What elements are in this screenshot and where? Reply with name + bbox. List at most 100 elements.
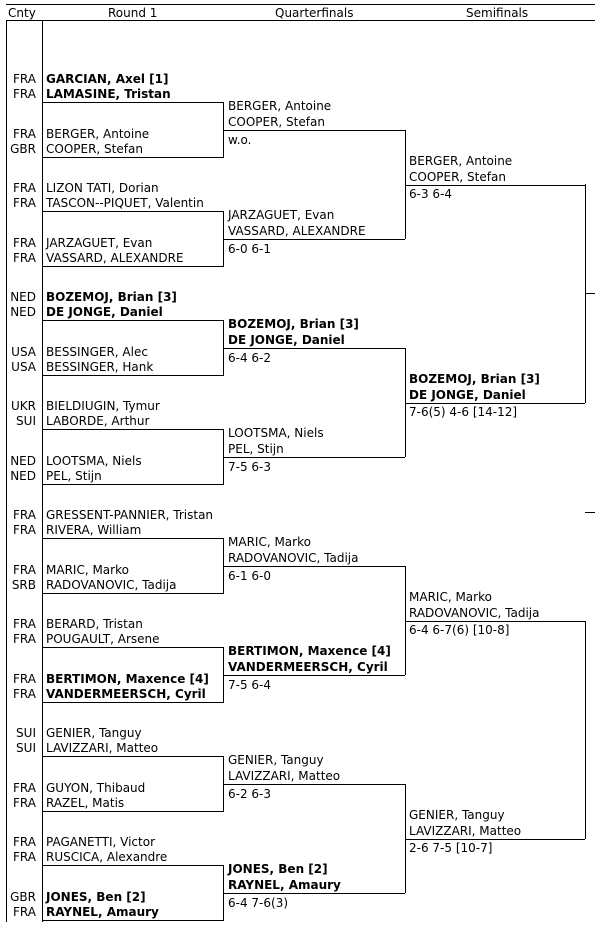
player-name: TASCON--PIQUET, Valentin (46, 196, 204, 210)
qf-player: PEL, Stijn (228, 442, 284, 456)
player-name: COOPER, Stefan (46, 142, 143, 156)
country-code: FRA (13, 781, 36, 795)
match-score: 6-4 7-6(3) (228, 896, 289, 910)
qf-player: LOOTSMA, Niels (228, 426, 324, 440)
country-code: FRA (13, 796, 36, 810)
left-border (6, 20, 7, 922)
country-code: SUI (16, 414, 36, 428)
qf-line (224, 893, 405, 894)
sf-line (405, 403, 585, 404)
country-code: NED (10, 469, 36, 483)
country-code: USA (11, 345, 36, 359)
round1-line (42, 865, 224, 866)
qf-line (224, 130, 405, 131)
player-name: PAGANETTI, Victor (46, 835, 156, 849)
final-stub (585, 293, 595, 294)
qf-player: GENIER, Tanguy (228, 753, 324, 767)
country-code: FRA (13, 617, 36, 631)
player-name: RIVERA, William (46, 523, 142, 537)
country-divider (42, 20, 43, 922)
round1-line (42, 811, 224, 812)
player-name: LAMASINE, Tristan (46, 87, 171, 101)
match-score: 2-6 7-5 [10-7] (409, 841, 493, 855)
player-name: LAVIZZARI, Matteo (46, 741, 159, 755)
country-code: GBR (10, 890, 36, 904)
qf-player: DE JONGE, Daniel (228, 333, 345, 347)
player-name: GUYON, Thibaud (46, 781, 146, 795)
round1-connector (223, 865, 224, 920)
header-round1: Round 1 (108, 6, 158, 20)
qf-line (224, 566, 405, 567)
player-name: GENIER, Tanguy (46, 726, 142, 740)
country-code: NED (10, 305, 36, 319)
sf-player: COOPER, Stefan (409, 170, 506, 184)
qf-player: LAVIZZARI, Matteo (228, 769, 341, 783)
round1-line (42, 484, 224, 485)
sf-player: LAVIZZARI, Matteo (409, 824, 522, 838)
round1-line (42, 211, 224, 212)
sf-player: DE JONGE, Daniel (409, 388, 526, 402)
player-name: RADOVANOVIC, Tadija (46, 578, 177, 592)
country-code: FRA (13, 251, 36, 265)
round1-connector (223, 538, 224, 593)
player-name: GRESSENT-PANNIER, Tristan (46, 508, 214, 522)
sf-connector (585, 621, 586, 839)
round1-connector (223, 211, 224, 266)
player-name: LABORDE, Arthur (46, 414, 150, 428)
qf-player: RADOVANOVIC, Tadija (228, 551, 359, 565)
qf-connector (405, 784, 406, 893)
country-code: FRA (13, 508, 36, 522)
player-name: GARCIAN, Axel [1] (46, 72, 169, 86)
round1-line (42, 593, 224, 594)
match-score: 6-3 6-4 (409, 187, 453, 201)
country-code: FRA (13, 72, 36, 86)
player-name: BERGER, Antoine (46, 127, 150, 141)
round1-line (42, 102, 224, 103)
sf-line (405, 185, 585, 186)
country-code: GBR (10, 142, 36, 156)
match-score: 6-0 6-1 (228, 242, 272, 256)
qf-player: BERGER, Antoine (228, 99, 332, 113)
qf-line (224, 239, 405, 240)
round1-connector (223, 756, 224, 811)
round1-line (42, 538, 224, 539)
player-name: JARZAGUET, Evan (46, 236, 153, 250)
country-code: FRA (13, 236, 36, 250)
player-name: RAZEL, Matis (46, 796, 125, 810)
player-name: BERTIMON, Maxence [4] (46, 672, 209, 686)
country-code: FRA (13, 563, 36, 577)
country-code: FRA (13, 850, 36, 864)
qf-line (224, 348, 405, 349)
top-border (6, 4, 595, 5)
header-country: Cnty (8, 6, 36, 20)
match-score: 7-5 6-4 (228, 678, 272, 692)
country-code: FRA (13, 127, 36, 141)
player-name: PEL, Stijn (46, 469, 102, 483)
player-name: JONES, Ben [2] (46, 890, 146, 904)
qf-connector (405, 130, 406, 239)
round1-connector (223, 429, 224, 484)
sf-player: RADOVANOVIC, Tadija (409, 606, 540, 620)
final-stub (585, 512, 595, 513)
country-code: SUI (16, 726, 36, 740)
country-code: SRB (11, 578, 36, 592)
country-code: FRA (13, 181, 36, 195)
player-name: VANDERMEERSCH, Cyril (46, 687, 206, 701)
qf-player: JARZAGUET, Evan (228, 208, 335, 222)
qf-player: BERTIMON, Maxence [4] (228, 644, 391, 658)
player-name: BERARD, Tristan (46, 617, 143, 631)
qf-player: RAYNEL, Amaury (228, 878, 341, 892)
country-code: FRA (13, 87, 36, 101)
qf-player: VASSARD, ALEXANDRE (228, 224, 366, 238)
player-name: LIZON TATI, Dorian (46, 181, 159, 195)
country-code: FRA (13, 672, 36, 686)
player-name: DE JONGE, Daniel (46, 305, 163, 319)
qf-line (224, 784, 405, 785)
player-name: MARIC, Marko (46, 563, 129, 577)
qf-line (224, 675, 405, 676)
round1-line (42, 266, 224, 267)
match-score: 7-6(5) 4-6 [14-12] (409, 405, 518, 419)
player-name: BIELDIUGIN, Tymur (46, 399, 160, 413)
country-code: FRA (13, 687, 36, 701)
